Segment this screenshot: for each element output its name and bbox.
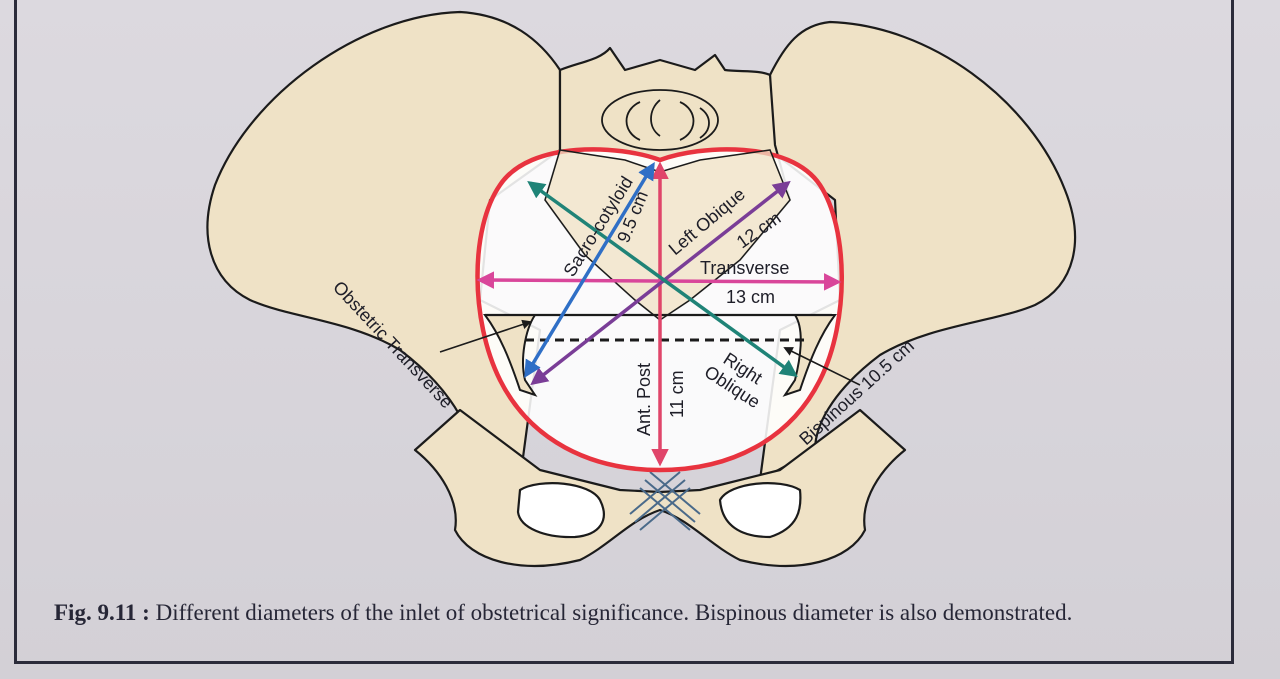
left-obturator bbox=[516, 482, 605, 539]
transverse-value: 13 cm bbox=[726, 287, 775, 307]
sacro-cotyloid-diameter bbox=[524, 162, 655, 378]
ant-post-value: 11 cm bbox=[667, 370, 687, 418]
figure-caption: Fig. 9.11 : Different diameters of the i… bbox=[54, 598, 1214, 627]
right-obturator bbox=[718, 482, 802, 539]
transverse-label: Transverse bbox=[700, 258, 789, 278]
figure-caption-text: Different diameters of the inlet of obst… bbox=[149, 600, 1073, 625]
bispinous-pointer bbox=[783, 347, 861, 386]
figure-number: Fig. 9.11 : bbox=[54, 600, 150, 625]
obstetric-transverse-pointer bbox=[439, 319, 532, 353]
pubic-symphysis bbox=[629, 471, 701, 531]
sacral-details bbox=[601, 89, 719, 151]
figure-frame bbox=[14, 0, 1234, 664]
transverse-diameter bbox=[476, 271, 842, 291]
ant-post-label: Ant. Post bbox=[634, 363, 654, 436]
